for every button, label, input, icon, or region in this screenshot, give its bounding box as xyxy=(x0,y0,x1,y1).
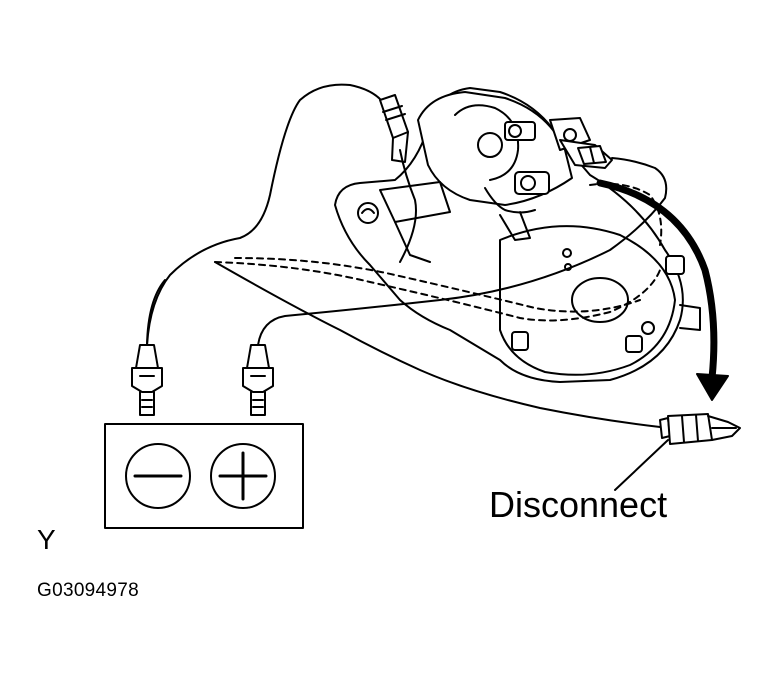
arrow-icon xyxy=(600,183,728,400)
battery-icon xyxy=(105,424,303,528)
minus-icon xyxy=(126,444,190,508)
battery-clip-negative xyxy=(132,345,162,415)
disconnect-label: Disconnect xyxy=(489,484,668,525)
hidden-lead-wire xyxy=(215,184,661,321)
battery-clip-positive xyxy=(243,345,273,415)
plus-icon xyxy=(211,444,275,508)
callout-line xyxy=(615,440,668,490)
disconnected-clip-icon xyxy=(660,414,740,444)
starter-motor-icon xyxy=(335,88,700,382)
clip-icon xyxy=(380,95,408,162)
view-letter: Y xyxy=(37,524,56,555)
lead-wire-icon xyxy=(147,85,666,427)
clip-icon xyxy=(578,146,606,164)
figure-code: G03094978 xyxy=(37,580,140,601)
